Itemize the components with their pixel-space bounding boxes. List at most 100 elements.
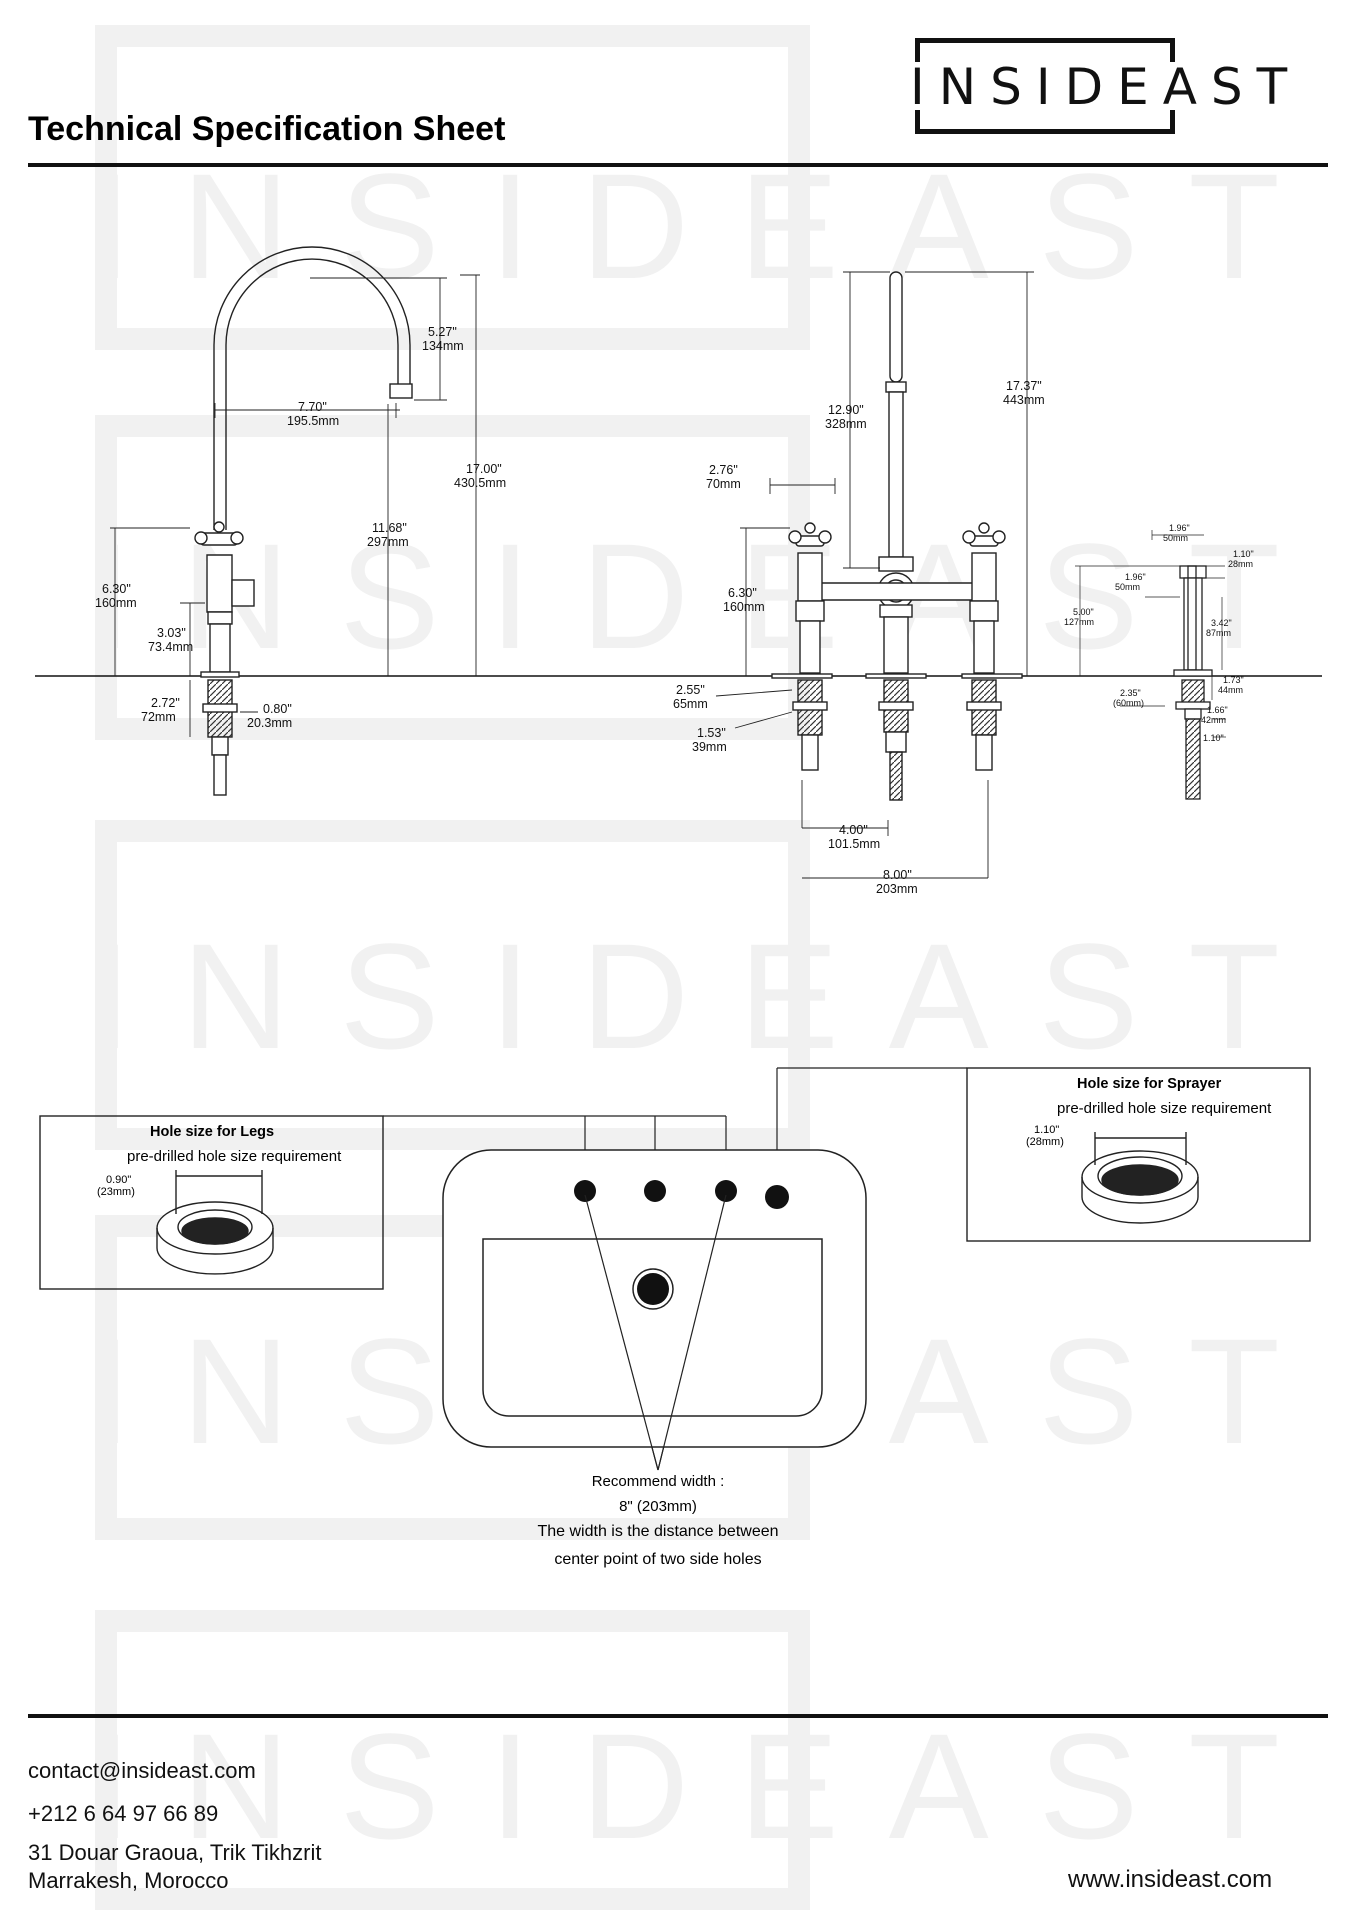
side-view-dimension-lines	[110, 274, 480, 737]
legs-hole-graphic	[156, 1170, 274, 1275]
legs-callout-box	[39, 1115, 384, 1290]
front-dim-6-30-mm: 160mm	[723, 600, 765, 614]
watermark-letter: T	[1188, 1307, 1280, 1475]
side-dim-7-70-mm: 195.5mm	[287, 414, 339, 428]
watermark-letter: A	[888, 1702, 989, 1870]
front-dim-8-00-mm: 203mm	[876, 882, 918, 896]
sprayer-hole-dim-mm: (28mm)	[1026, 1136, 1064, 1148]
watermark-letter: S	[1038, 1702, 1139, 1870]
watermark-letter: T	[1188, 142, 1280, 310]
watermark-letter: S	[1038, 912, 1139, 1080]
side-dim-11-68-mm: 297mm	[367, 535, 409, 549]
watermark-letter: I	[489, 1702, 532, 1870]
sprayer-dim-1-66-in: 1.66"	[1207, 705, 1228, 715]
watermark-letter: I	[90, 512, 132, 680]
page-title: Technical Specification Sheet	[28, 110, 506, 148]
watermark-letter: I	[90, 142, 132, 310]
watermark-letter: S	[1038, 512, 1139, 680]
recommend-width-value: 8" (203mm)	[619, 1498, 697, 1515]
legs-hole-dim-mm: (23mm)	[97, 1186, 135, 1198]
front-dim-2-76-in: 2.76"	[709, 463, 738, 477]
watermark-letter: I	[489, 912, 532, 1080]
side-dim-6-30-in: 6.30"	[102, 582, 131, 596]
sprayer-callout-box	[966, 1067, 1311, 1242]
contact-email[interactable]: contact@insideast.com	[28, 1758, 256, 1783]
watermark-letter: E	[738, 1702, 839, 1870]
sprayer-dim-1-73-mm: 44mm	[1218, 685, 1243, 695]
sprayer-hole-dim-in: 1.10"	[1034, 1124, 1060, 1136]
sprayer-dim-1-10b-in: 1.10"	[1203, 733, 1224, 743]
address-line2: Marrakesh, Morocco	[28, 1868, 229, 1893]
watermark-letter: A	[888, 1307, 989, 1475]
watermark-letter: D	[580, 912, 690, 1080]
side-dim-5-27-mm: 134mm	[422, 339, 464, 353]
address-line1: 31 Douar Graoua, Trik Tikhzrit	[28, 1840, 322, 1865]
sprayer-callout-title: Hole size for Sprayer	[1077, 1076, 1222, 1092]
sprayer-dim-1-96b-mm: 50mm	[1115, 582, 1140, 592]
legs-hole-dim-in: 0.90"	[106, 1174, 132, 1186]
sprayer-dim-5-00-in: 5.00"	[1073, 607, 1094, 617]
watermark-letter: I	[90, 912, 132, 1080]
watermark-letter: S	[339, 142, 440, 310]
front-dim-4-00-in: 4.00"	[839, 823, 868, 837]
watermark-letter: S	[339, 1307, 440, 1475]
header-divider	[28, 163, 1328, 167]
watermark-letter: D	[580, 1702, 690, 1870]
contact-phone[interactable]: +212 6 64 97 66 89	[28, 1801, 219, 1826]
sprayer-dimension-labels: 1.96" 50mm 1.10" 28mm 1.96" 50mm 5.00" 1…	[1064, 523, 1254, 743]
watermark-letter: N	[181, 1307, 290, 1475]
footer-divider	[28, 1714, 1328, 1718]
front-dim-12-90-mm: 328mm	[825, 417, 867, 431]
watermark-letter: T	[1188, 512, 1280, 680]
watermark-letter: I	[90, 1702, 132, 1870]
sprayer-dim-1-10a-mm: 28mm	[1228, 559, 1253, 569]
watermark-letter: S	[1038, 142, 1139, 310]
recommend-width-label: Recommend width :	[591, 1473, 725, 1490]
sprayer-dim-2-35-mm: (60mm)	[1113, 698, 1144, 708]
sprayer-dim-1-96a-in: 1.96"	[1169, 523, 1190, 533]
legs-callout-subtitle: pre-drilled hole size requirement	[127, 1148, 342, 1165]
sprayer-dim-2-35-in: 2.35"	[1120, 688, 1141, 698]
watermark-letter: I	[489, 142, 532, 310]
sprayer-dim-1-96b-in: 1.96"	[1125, 572, 1146, 582]
watermark-letter: D	[580, 512, 690, 680]
front-dim-8-00-in: 8.00"	[883, 868, 912, 882]
sprayer-dim-5-00-mm: 127mm	[1064, 617, 1094, 627]
front-dim-17-37-in: 17.37"	[1006, 379, 1042, 393]
recommend-note-line2: center point of two side holes	[554, 1551, 762, 1568]
side-dim-2-72-mm: 72mm	[141, 710, 176, 724]
front-dim-2-55-in: 2.55"	[676, 683, 705, 697]
front-dim-2-76-mm: 70mm	[706, 477, 741, 491]
watermark-letter: S	[339, 912, 440, 1080]
side-view-dimension-labels: 5.27" 134mm 7.70" 195.5mm 17.00" 430.5mm…	[95, 325, 506, 730]
sink-holes	[574, 1180, 789, 1310]
side-dim-17-00-in: 17.00"	[466, 462, 502, 476]
sprayer-hole-graphic	[1081, 1132, 1199, 1224]
front-dim-6-30-in: 6.30"	[728, 586, 757, 600]
watermark-letter: S	[1038, 1307, 1139, 1475]
side-dim-7-70-in: 7.70"	[298, 400, 327, 414]
website-link[interactable]: www.insideast.com	[1068, 1866, 1273, 1893]
brand-logo: INSIDEAST	[910, 58, 1302, 116]
watermark-letter: N	[181, 1702, 290, 1870]
sprayer	[1173, 565, 1213, 800]
recommend-note-line1: The width is the distance between	[537, 1523, 779, 1540]
side-dim-0-80-in: 0.80"	[263, 702, 292, 716]
front-view-dimension-labels: 12.90" 328mm 17.37" 443mm 2.76" 70mm 6.3…	[673, 379, 1045, 896]
legs-callout-title: Hole size for Legs	[150, 1124, 275, 1140]
sprayer-dim-3-42-mm: 87mm	[1206, 628, 1231, 638]
watermark-letter: I	[489, 512, 532, 680]
watermark-letter: A	[888, 142, 989, 310]
sprayer-dim-3-42-in: 3.42"	[1211, 618, 1232, 628]
watermark-frame	[95, 25, 810, 350]
watermark-letter: N	[181, 142, 290, 310]
technical-drawing: 5.27" 134mm 7.70" 195.5mm 17.00" 430.5mm…	[35, 246, 1322, 1471]
sprayer-dim-1-96a-mm: 50mm	[1163, 533, 1188, 543]
front-view-dimension-lines	[715, 271, 1034, 879]
watermark-letter: E	[738, 142, 839, 310]
side-dim-3-03-in: 3.03"	[157, 626, 186, 640]
sprayer-dim-1-10a-in: 1.10"	[1233, 549, 1254, 559]
